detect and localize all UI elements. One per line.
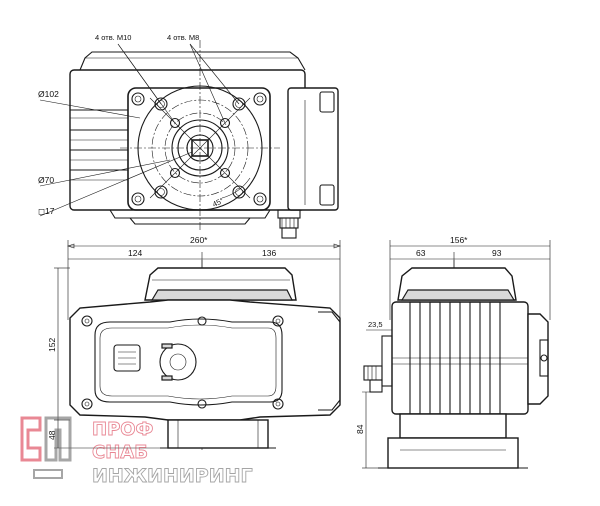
dim-front-height: 152 xyxy=(47,338,57,352)
label-dia-70: Ø70 xyxy=(38,175,54,185)
dim-side-offset: 23,5 xyxy=(368,320,383,329)
cable-gland-side xyxy=(363,365,383,393)
label-angle-45: 45° xyxy=(211,196,225,209)
watermark-logo-mark xyxy=(20,416,72,479)
dim-side-base-height: 84 xyxy=(355,424,365,434)
label-dia-102: Ø102 xyxy=(38,89,59,99)
m8-holes xyxy=(169,117,231,179)
side-view: 156* 63 93 xyxy=(355,235,551,469)
dim-front-left-width: 124 xyxy=(128,248,142,258)
callout-m8-holes: 4 отв. М8 xyxy=(167,33,199,42)
watermark-line-2: СНАБ xyxy=(92,442,148,463)
company-watermark: ПРОФ СНАБ ИНЖИНИРИНГ xyxy=(20,416,253,487)
cooling-fins-top xyxy=(70,109,128,181)
flange-corner-bolts xyxy=(131,92,267,206)
watermark-line-1: ПРОФ xyxy=(92,419,153,440)
label-square-17: ◻17 xyxy=(38,206,55,216)
brand-logo xyxy=(113,344,141,372)
top-view: 4 отв. М10 4 отв. М8 Ø102 Ø70 ◻17 45° xyxy=(38,33,339,239)
dim-side-total-width: 156* xyxy=(450,235,468,245)
watermark-line-3: ИНЖИНИРИНГ xyxy=(92,465,253,487)
callout-m10-holes: 4 отв. М10 xyxy=(95,33,131,42)
cover-screws xyxy=(81,315,284,410)
dim-front-right-width: 136 xyxy=(262,248,276,258)
front-view: 260* 124 136 xyxy=(47,235,341,450)
m10-holes xyxy=(154,97,246,199)
position-indicator xyxy=(159,343,197,381)
dim-side-left-width: 63 xyxy=(416,248,426,258)
cable-gland-top xyxy=(277,209,301,239)
dim-front-total-width: 260* xyxy=(190,235,208,245)
dim-front-base-height: 48 xyxy=(47,430,57,440)
dim-side-right-width: 93 xyxy=(492,248,502,258)
